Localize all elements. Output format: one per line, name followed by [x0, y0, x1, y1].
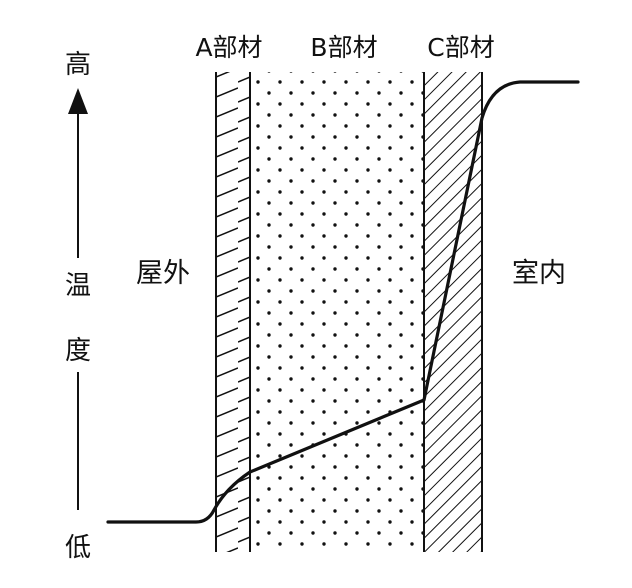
layer-b-label: B部材: [310, 33, 377, 62]
axis-arrow-head-icon: [68, 88, 88, 114]
layer-b-region: [250, 72, 424, 552]
layer-a-region: [216, 72, 250, 552]
layer-a-label: A部材: [195, 33, 262, 62]
axis-top-label: 高: [65, 50, 91, 80]
layer-c-region: [424, 72, 482, 552]
outside-label: 屋外: [136, 258, 190, 289]
axis-label-char-1: 温: [65, 271, 91, 301]
layer-c-label: C部材: [427, 33, 494, 62]
temperature-curve: [106, 80, 580, 524]
axis-label-char-2: 度: [65, 336, 91, 366]
inside-label: 室内: [512, 258, 566, 289]
axis-bottom-label: 低: [65, 533, 91, 563]
